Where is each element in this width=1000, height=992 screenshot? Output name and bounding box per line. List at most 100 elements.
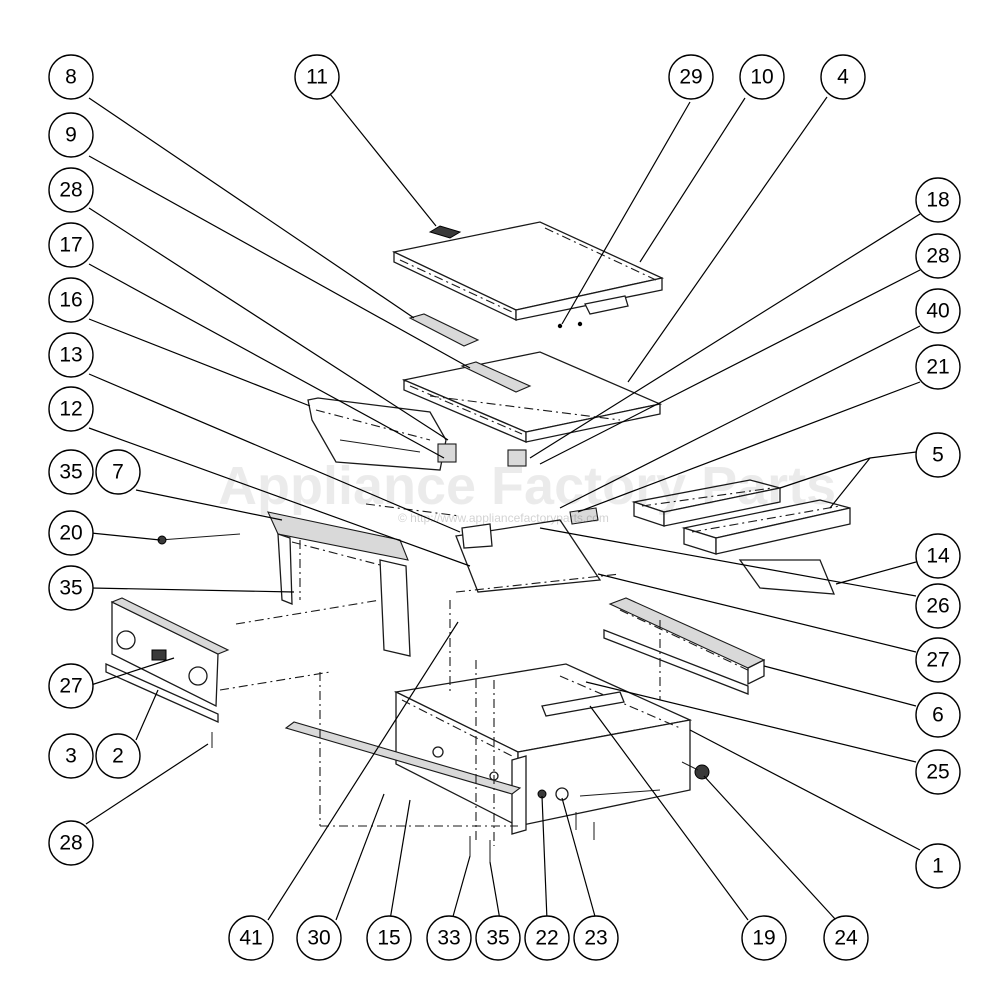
svg-text:25: 25 [926, 761, 949, 784]
svg-text:11: 11 [306, 66, 328, 89]
callout-6: 6 [915, 692, 961, 738]
callout-18: 18 [915, 177, 961, 223]
part-cover-bracket [584, 295, 629, 315]
part-screws [211, 732, 595, 862]
callout-22: 22 [524, 915, 570, 961]
callout-28-bottom-left: 28 [48, 820, 94, 866]
svg-text:14: 14 [926, 545, 950, 568]
watermark-text: Appliance Factory Parts [218, 456, 836, 516]
svg-text:1: 1 [932, 855, 944, 878]
svg-text:27: 27 [59, 675, 82, 698]
callout-20: 20 [48, 510, 94, 556]
callouts: 11 29 10 4 8 9 28 17 16 13 12 35 7 20 35… [48, 54, 961, 961]
callout-41: 41 [228, 915, 274, 961]
callout-11: 11 [294, 54, 340, 100]
svg-text:16: 16 [59, 289, 82, 312]
part-rod [157, 533, 241, 545]
svg-text:28: 28 [59, 179, 82, 202]
svg-text:29: 29 [679, 66, 702, 89]
callout-25: 25 [915, 749, 961, 795]
svg-text:7: 7 [112, 461, 124, 484]
callout-12: 12 [48, 386, 94, 432]
part-slide-rail [284, 721, 522, 795]
svg-text:21: 21 [926, 356, 949, 379]
callout-2: 2 [95, 733, 141, 779]
svg-text:27: 27 [926, 649, 949, 672]
part-inner-bar [541, 691, 625, 717]
callout-35-left-mid: 35 [48, 565, 94, 611]
svg-text:4: 4 [837, 66, 849, 89]
svg-text:2: 2 [112, 745, 124, 768]
part-griddle-tray [401, 351, 663, 443]
svg-text:23: 23 [584, 927, 607, 950]
callout-3: 3 [48, 733, 94, 779]
part-small-bar [569, 507, 599, 525]
part-rail-upper [408, 313, 480, 347]
part-control-panel [105, 597, 230, 724]
callout-33: 33 [426, 915, 472, 961]
part-clip-right [507, 449, 527, 467]
svg-text:9: 9 [65, 124, 77, 147]
svg-text:12: 12 [59, 398, 82, 421]
part-center-bracket [455, 519, 621, 593]
svg-text:10: 10 [750, 66, 773, 89]
svg-text:40: 40 [926, 300, 949, 323]
callout-17: 17 [48, 222, 94, 268]
callout-1: 1 [915, 843, 961, 889]
callout-21: 21 [915, 344, 961, 390]
watermark-url: © http://www.appliancefactoryparts.com [398, 511, 609, 525]
svg-text:5: 5 [932, 444, 944, 467]
svg-text:35: 35 [486, 927, 509, 950]
svg-text:22: 22 [535, 927, 558, 950]
callout-15: 15 [366, 915, 412, 961]
callout-14: 14 [915, 533, 961, 579]
svg-text:8: 8 [65, 66, 77, 89]
callout-5: 5 [915, 432, 961, 478]
svg-text:28: 28 [926, 245, 949, 268]
callout-23: 23 [573, 915, 619, 961]
svg-text:3: 3 [65, 745, 77, 768]
svg-text:35: 35 [59, 461, 82, 484]
callout-27-right: 27 [915, 637, 961, 683]
svg-text:19: 19 [752, 927, 775, 950]
callout-27-left: 27 [48, 663, 94, 709]
callout-16: 16 [48, 277, 94, 323]
svg-text:17: 17 [59, 234, 82, 257]
callout-8: 8 [48, 54, 94, 100]
callout-28-right: 28 [915, 233, 961, 279]
callout-29: 29 [668, 54, 714, 100]
callout-35-bottom: 35 [475, 915, 521, 961]
svg-text:20: 20 [59, 522, 82, 545]
callout-35-left-top: 35 [48, 449, 94, 495]
svg-text:41: 41 [239, 927, 262, 950]
part-cover-handle [428, 225, 462, 239]
callout-10: 10 [739, 54, 785, 100]
svg-text:24: 24 [834, 927, 858, 950]
callout-19: 19 [741, 915, 787, 961]
svg-text:26: 26 [926, 595, 949, 618]
callout-13: 13 [48, 332, 94, 378]
parts-artwork: Appliance Factory Parts © http://www.app… [105, 221, 851, 862]
alignment-lines [219, 503, 661, 846]
svg-text:18: 18 [926, 189, 949, 212]
callout-24: 24 [823, 915, 869, 961]
part-left-frame [267, 511, 411, 657]
svg-text:33: 33 [437, 927, 460, 950]
svg-text:28: 28 [59, 832, 82, 855]
svg-text:35: 35 [59, 577, 82, 600]
part-rail-lower [460, 361, 532, 393]
callout-9: 9 [48, 112, 94, 158]
callout-4: 4 [820, 54, 866, 100]
svg-text:15: 15 [377, 927, 400, 950]
part-right-rail [603, 597, 766, 695]
callout-40: 40 [915, 288, 961, 334]
callout-26: 26 [915, 583, 961, 629]
callout-30: 30 [296, 915, 342, 961]
part-knob [694, 764, 710, 780]
svg-text:6: 6 [932, 704, 944, 727]
callout-28-top-left: 28 [48, 167, 94, 213]
leader-lines [85, 93, 921, 921]
part-top-cover [391, 221, 665, 322]
svg-text:13: 13 [59, 344, 82, 367]
